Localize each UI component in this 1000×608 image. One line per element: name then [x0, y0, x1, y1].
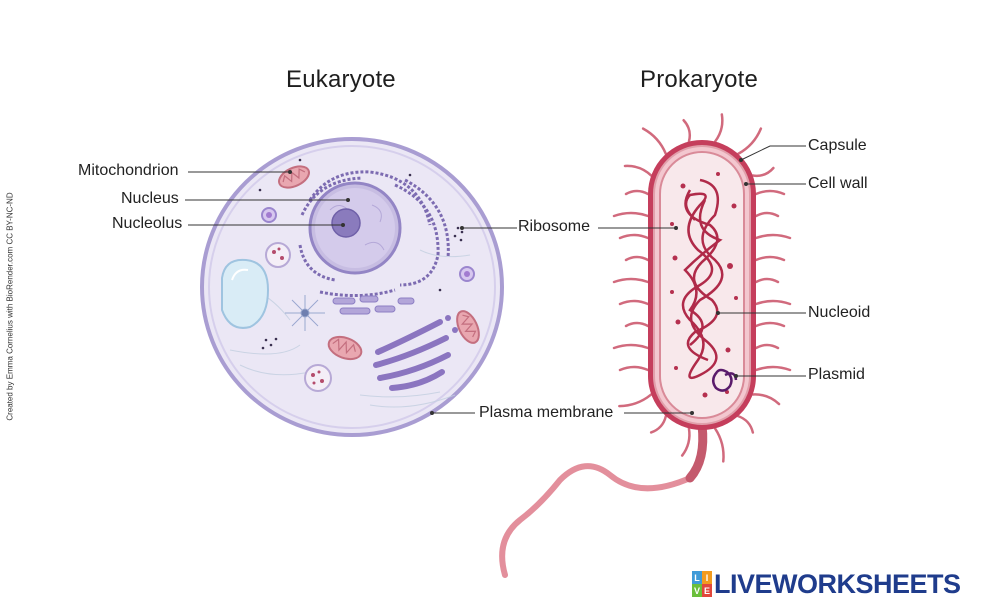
label-plasma-membrane: Plasma membrane [479, 404, 613, 422]
pilus [738, 129, 761, 154]
eukaryote-title: Eukaryote [286, 66, 396, 94]
pilus [614, 213, 648, 216]
pilus [756, 345, 778, 348]
label-ribosome: Ribosome [518, 218, 590, 236]
pilus [625, 166, 651, 176]
pilus [620, 367, 648, 370]
pilus [684, 120, 690, 141]
eukaryote-cell [202, 139, 502, 435]
pilus [715, 114, 722, 141]
label-plasmid: Plasmid [808, 366, 865, 384]
liveworksheets-brand[interactable]: L I V E LIVEWORKSHEETS [692, 568, 961, 600]
pilus [756, 257, 784, 260]
pilus [620, 235, 648, 238]
pilus [756, 367, 790, 370]
nucleolus [332, 209, 360, 237]
pilus [756, 323, 784, 326]
liveworksheets-logo-icon: L I V E [692, 571, 712, 597]
pilus [715, 428, 723, 461]
label-nucleus: Nucleus [121, 190, 179, 208]
pilus [614, 279, 648, 282]
label-cell-wall: Cell wall [808, 175, 868, 193]
pilus [756, 279, 778, 282]
prokaryote-title: Prokaryote [640, 66, 758, 94]
label-nucleoid: Nucleoid [808, 304, 870, 322]
logo-letter: E [702, 584, 712, 597]
pilus [626, 323, 648, 326]
label-capsule: Capsule [808, 137, 867, 155]
pilus [738, 416, 753, 432]
pilus [756, 213, 778, 216]
pilus [619, 394, 651, 406]
pilus [626, 191, 648, 194]
credit-text: Created by Emma Cornelius with BioRender… [6, 177, 15, 437]
pilus [626, 257, 648, 260]
pilus [756, 301, 790, 304]
pilus [756, 191, 784, 194]
pilus [614, 345, 648, 348]
logo-letter: I [702, 571, 712, 584]
logo-letter: V [692, 584, 702, 597]
pilus [753, 394, 779, 404]
logo-letter: L [692, 571, 702, 584]
pilus [682, 428, 689, 455]
pilus [620, 301, 648, 304]
pilus [651, 416, 666, 432]
label-mitochondrion: Mitochondrion [78, 162, 179, 180]
label-nucleolus: Nucleolus [112, 215, 182, 233]
pilus [753, 168, 774, 176]
liveworksheets-wordmark: LIVEWORKSHEETS [714, 569, 961, 600]
pilus [756, 235, 790, 238]
flagellum [502, 425, 703, 575]
pilus [643, 129, 666, 154]
